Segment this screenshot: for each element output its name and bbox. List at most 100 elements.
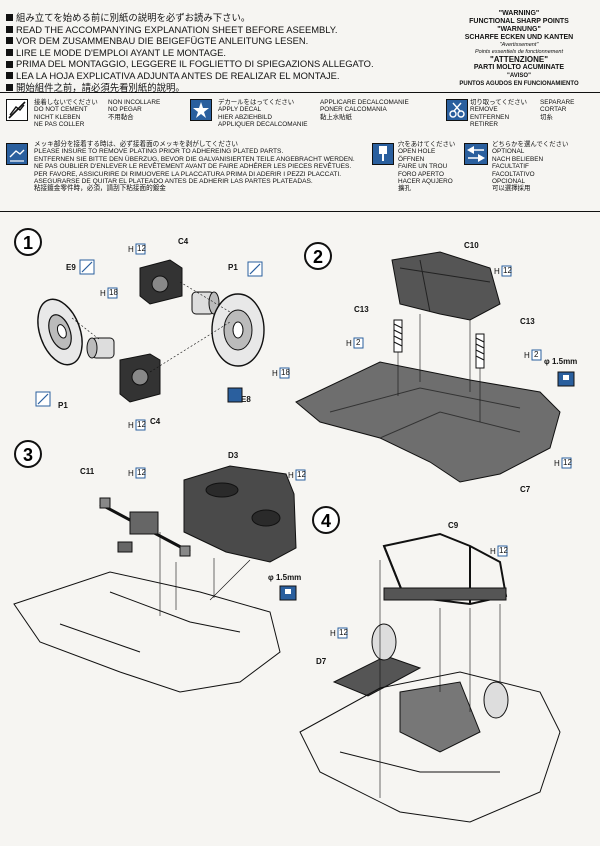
wheel-left <box>37 298 83 366</box>
label-c13-left: C13 <box>354 305 369 314</box>
warning-text: FUNCTIONAL SHARP POINTS <box>469 18 569 25</box>
svg-text:12: 12 <box>297 470 306 479</box>
instruction-line: READ THE ACCOMPANYING EXPLANATION SHEET … <box>6 24 446 36</box>
axle-c11 <box>99 497 191 557</box>
warning-title: "WARNING" <box>498 10 540 17</box>
instruction-line: LEA LA HOJA EXPLICATIVA ADJUNTA ANTES DE… <box>6 70 446 82</box>
svg-text:H: H <box>554 459 560 468</box>
svg-text:12: 12 <box>503 266 512 275</box>
bullet-square-icon <box>6 14 13 22</box>
label-c10: C10 <box>464 241 479 250</box>
svg-text:18: 18 <box>109 288 118 297</box>
warning-title: "ATTENZIONE" <box>489 55 549 64</box>
open-hole-drill-icon <box>372 143 394 165</box>
instruction-text: 開始組件之前，請必須先看別紙的說明。 <box>16 81 185 93</box>
svg-text:2: 2 <box>534 350 539 359</box>
svg-text:12: 12 <box>339 628 348 637</box>
step-1-circle <box>14 228 42 256</box>
box-d3 <box>183 465 297 563</box>
hub-block-lower <box>119 353 161 403</box>
svg-text:12: 12 <box>137 244 146 253</box>
label-c4-top: C4 <box>178 237 189 246</box>
svg-text:H: H <box>524 351 530 360</box>
svg-text:H: H <box>490 547 496 556</box>
label-e8: E8 <box>241 395 251 404</box>
label-p1-right: P1 <box>228 263 238 272</box>
assembly-diagram: 1 <box>13 228 577 823</box>
svg-text:H: H <box>272 369 278 378</box>
instruction-line: 組み立てを始める前に別紙の説明を必ずお読み下さい。 <box>6 12 446 24</box>
warning-title: "WARNUNG" <box>497 26 541 33</box>
plate-d7 <box>332 655 422 697</box>
label-p1-left: P1 <box>58 401 68 410</box>
remove-scissors-icon <box>446 99 468 121</box>
shock-right <box>475 333 485 369</box>
instruction-text: LEA LA HOJA EXPLICATIVA ADJUNTA ANTES DE… <box>16 69 340 81</box>
plating-icon <box>6 143 28 165</box>
instruction-line: 開始組件之前，請必須先看別紙的說明。 <box>6 82 446 94</box>
instruction-text: VOR DEM ZUSAMMENBAU DIE BEIGEFÜGTE ANLEI… <box>16 35 309 47</box>
bullet-square-icon <box>6 25 13 33</box>
bullet-square-icon <box>6 60 13 68</box>
warning-block: "WARNING" FUNCTIONAL SHARP POINTS "WARNU… <box>440 10 598 88</box>
warning-text: SCHARFE ECKEN UND KANTEN <box>464 34 574 41</box>
instruction-line: VOR DEM ZUSAMMENBAU DIE BEIGEFÜGTE ANLEI… <box>6 35 446 47</box>
label-e9: E9 <box>66 263 76 272</box>
svg-text:12: 12 <box>137 468 146 477</box>
svg-text:12: 12 <box>563 458 572 467</box>
step-3-number: 3 <box>23 445 33 465</box>
label-c4-bottom: C4 <box>150 417 161 426</box>
instruction-text: 組み立てを始める前に別紙の説明を必ずお読み下さい。 <box>16 12 251 23</box>
warning-text: PARTI MOLTO ACUMINATE <box>473 64 565 71</box>
step-2-circle <box>304 242 332 270</box>
svg-text:18: 18 <box>281 368 290 377</box>
step-2-number: 2 <box>313 247 323 267</box>
warning-text: Points essentiels de fonctionnement <box>474 49 564 55</box>
svg-text:H: H <box>128 245 134 254</box>
brake-disk-right <box>483 681 509 719</box>
header: 組み立てを始める前に別紙の説明を必ずお読み下さい。 READ THE ACCOM… <box>0 0 600 93</box>
instruction-list: 組み立てを始める前に別紙の説明を必ずお読み下さい。 READ THE ACCOM… <box>6 12 446 93</box>
svg-text:H: H <box>494 267 500 276</box>
instruction-text: LIRE LE MODE D'EMPLOI AYANT LE MONTAGE. <box>16 46 226 58</box>
svg-text:H: H <box>346 339 352 348</box>
svg-text:H: H <box>330 629 336 638</box>
svg-text:H: H <box>128 421 134 430</box>
label-drill-size: φ 1.5mm <box>268 573 301 582</box>
plating-icon <box>227 387 243 403</box>
label-drill-size: φ 1.5mm <box>544 357 577 366</box>
bullet-square-icon <box>6 83 13 91</box>
warning-title: "AVISO" <box>507 73 531 79</box>
label-c13-right: C13 <box>520 317 535 326</box>
svg-text:12: 12 <box>499 546 508 555</box>
bullet-square-icon <box>6 49 13 57</box>
label-c9: C9 <box>448 521 459 530</box>
spacer-left <box>86 337 115 359</box>
svg-text:12: 12 <box>137 420 146 429</box>
svg-text:H: H <box>288 471 294 480</box>
wheel-right <box>211 293 265 367</box>
bullet-square-icon <box>6 72 13 80</box>
step-4-circle <box>312 506 340 534</box>
